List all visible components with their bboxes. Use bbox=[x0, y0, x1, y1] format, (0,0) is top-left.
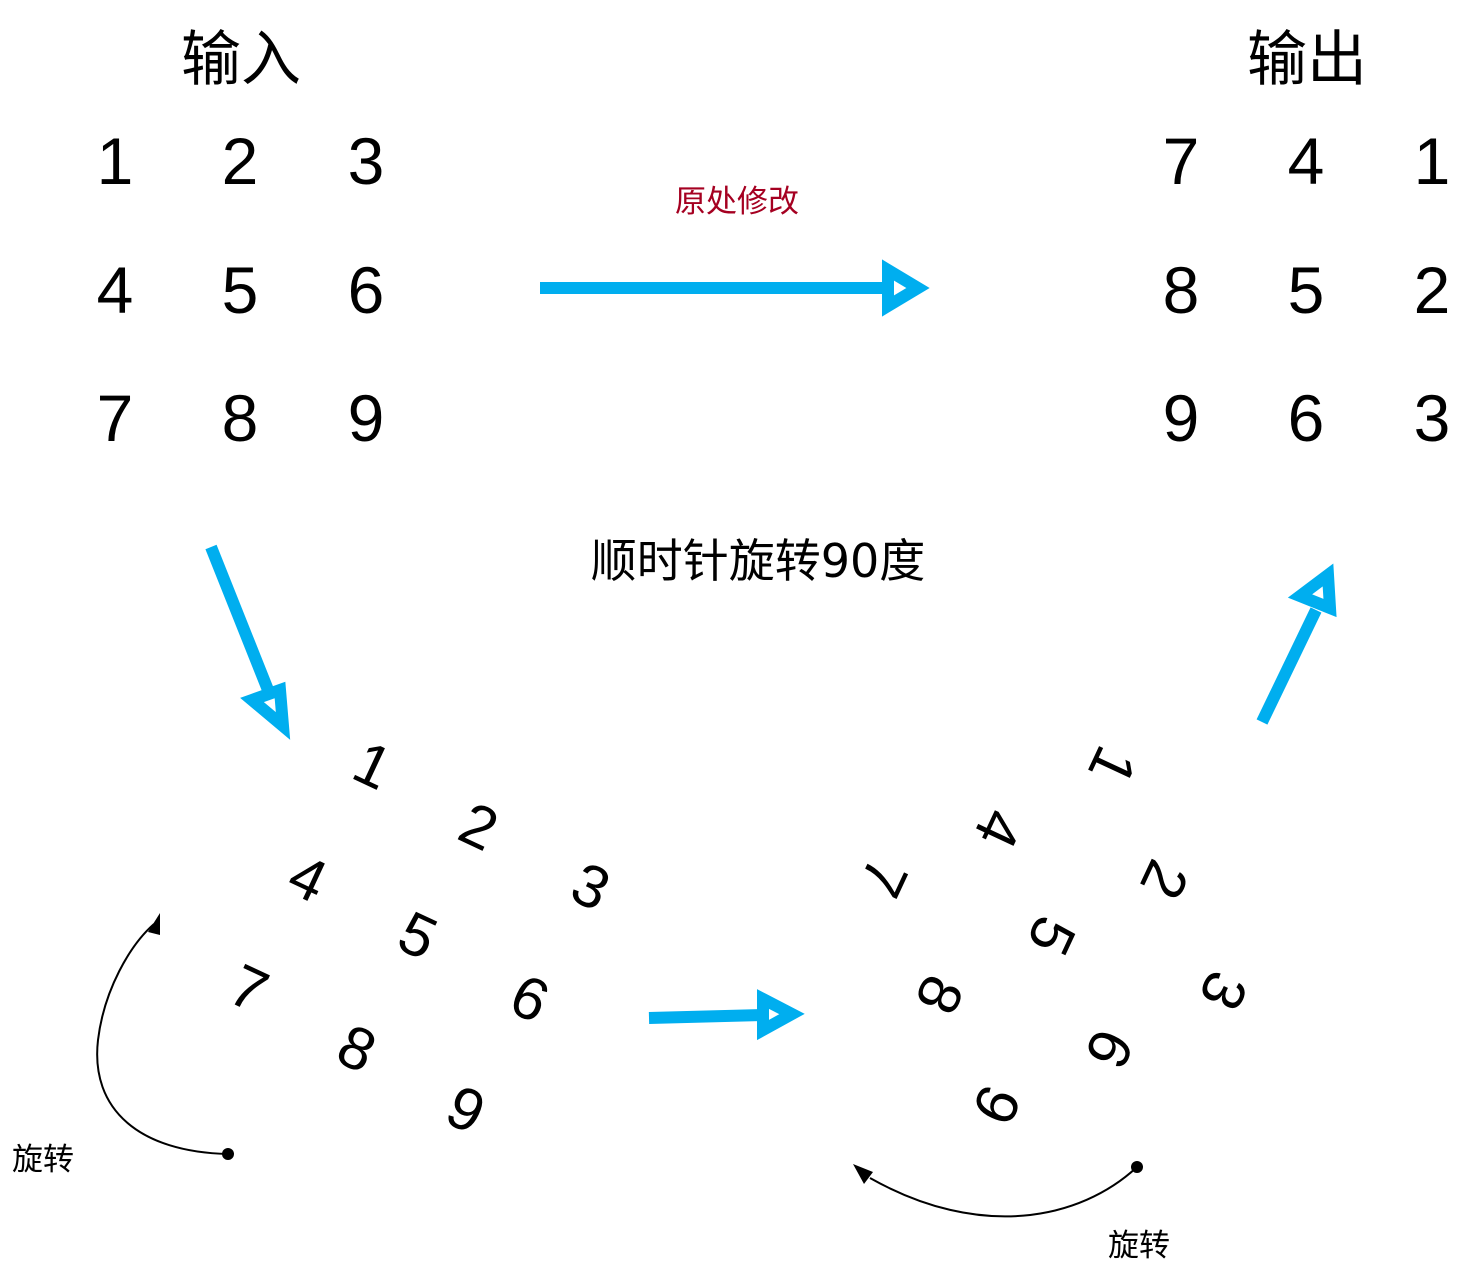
input-cell: 2 bbox=[222, 124, 259, 198]
arrow-to-step1-icon bbox=[205, 544, 291, 740]
rotated-digit: 7 bbox=[220, 951, 279, 1026]
rotated-digit: 5 bbox=[389, 898, 448, 973]
rotate-label-left: 旋转 bbox=[12, 1142, 74, 1178]
rotated-digit: 1 bbox=[1075, 737, 1150, 796]
caption: 顺时针旋转90度 bbox=[591, 534, 926, 588]
output-cell: 8 bbox=[1163, 253, 1200, 327]
rotated-digit: 4 bbox=[961, 800, 1036, 859]
rotated-digit: 3 bbox=[1186, 962, 1261, 1021]
rotate-label-right: 旋转 bbox=[1108, 1228, 1170, 1264]
in-place-label: 原处修改 bbox=[675, 184, 799, 220]
rotated-matrix-step1: 1 2 3 4 5 6 7 8 9 bbox=[220, 728, 621, 1147]
rotated-digit: 3 bbox=[562, 849, 621, 924]
rotated-matrix-step2: 1 4 7 2 5 8 3 6 9 bbox=[846, 737, 1261, 1135]
input-cell: 1 bbox=[97, 124, 134, 198]
arrow-step1-to-step2-icon bbox=[648, 989, 805, 1041]
rotated-digit: 6 bbox=[1072, 1020, 1147, 1079]
input-cell: 5 bbox=[222, 253, 259, 327]
rotated-digit: 7 bbox=[846, 849, 921, 908]
rotate-curve-right-icon bbox=[853, 1161, 1143, 1218]
output-cell: 3 bbox=[1414, 381, 1451, 455]
rotated-digit: 1 bbox=[344, 728, 403, 803]
rotated-digit: 8 bbox=[328, 1011, 387, 1086]
input-cell: 6 bbox=[348, 253, 385, 327]
input-matrix: 1 2 3 4 5 6 7 8 9 bbox=[97, 124, 385, 455]
input-cell: 9 bbox=[348, 381, 385, 455]
rotated-digit: 9 bbox=[437, 1072, 496, 1147]
rotate-curve-left-icon bbox=[96, 913, 234, 1160]
main-arrow-icon bbox=[540, 259, 930, 317]
input-cell: 8 bbox=[222, 381, 259, 455]
rotated-digit: 4 bbox=[279, 841, 338, 916]
rotated-digit: 5 bbox=[1014, 907, 1089, 966]
output-cell: 1 bbox=[1414, 124, 1451, 198]
input-cell: 7 bbox=[97, 381, 134, 455]
output-cell: 7 bbox=[1163, 124, 1200, 198]
output-matrix: 7 4 1 8 5 2 9 6 3 bbox=[1163, 124, 1451, 455]
arrow-to-output-icon bbox=[1256, 563, 1337, 725]
rotated-digit: 6 bbox=[501, 961, 560, 1036]
input-title: 输入 bbox=[181, 25, 301, 95]
output-cell: 2 bbox=[1414, 253, 1451, 327]
rotated-digit: 2 bbox=[450, 789, 509, 864]
output-cell: 5 bbox=[1288, 253, 1325, 327]
rotated-digit: 2 bbox=[1127, 851, 1202, 910]
input-cell: 4 bbox=[97, 253, 134, 327]
output-title: 输出 bbox=[1247, 25, 1367, 95]
output-cell: 9 bbox=[1163, 381, 1200, 455]
output-cell: 6 bbox=[1288, 381, 1325, 455]
rotated-digit: 8 bbox=[902, 966, 977, 1025]
output-cell: 4 bbox=[1288, 124, 1325, 198]
input-cell: 3 bbox=[348, 124, 385, 198]
rotated-digit: 9 bbox=[959, 1076, 1034, 1135]
